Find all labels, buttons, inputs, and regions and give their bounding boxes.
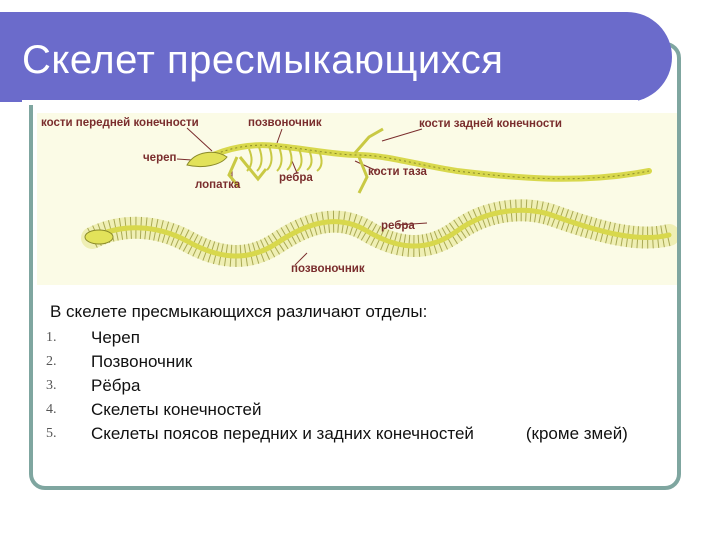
list-item-text: Скелеты поясов передних и задних конечно… bbox=[91, 424, 628, 443]
label-hind-limb-bones: кости задней конечности bbox=[419, 118, 562, 130]
list-item-text: Скелеты конечностей bbox=[91, 400, 262, 419]
list-item: 5. Скелеты поясов передних и задних коне… bbox=[46, 422, 666, 446]
list-item: 3. Рёбра bbox=[46, 374, 666, 398]
label-spine-top: позвоночник bbox=[248, 117, 322, 129]
label-ribs-lizard: ребра bbox=[279, 172, 313, 184]
list-number: 4. bbox=[46, 402, 57, 417]
label-front-limb-bones: кости передней конечности bbox=[41, 117, 199, 129]
title-underline bbox=[22, 100, 638, 105]
label-scapula: лопатка bbox=[195, 179, 241, 191]
label-skull: череп bbox=[143, 152, 177, 164]
label-spine-snake: позвоночник bbox=[291, 263, 365, 275]
reptile-skeleton-figure: кости передней конечности позвоночник ко… bbox=[37, 113, 680, 285]
list-number: 1. bbox=[46, 330, 57, 345]
label-ribs-snake: ребра bbox=[381, 220, 415, 232]
list-number: 5. bbox=[46, 426, 57, 441]
list-number: 2. bbox=[46, 354, 57, 369]
skeleton-illustration bbox=[37, 113, 680, 285]
slide-title: Скелет пресмыкающихся bbox=[22, 38, 504, 82]
snake-skeleton bbox=[81, 199, 680, 267]
label-pelvis-bones: кости таза bbox=[368, 166, 427, 178]
title-bar: Скелет пресмыкающихся bbox=[0, 12, 672, 105]
lizard-skeleton bbox=[186, 127, 652, 194]
figure-background bbox=[37, 113, 677, 285]
list-item-text: Череп bbox=[91, 328, 140, 347]
list-item-text: Позвоночник bbox=[91, 352, 193, 371]
list-item: 2. Позвоночник bbox=[46, 350, 666, 374]
list-item: 1. Череп bbox=[46, 326, 666, 350]
label-pointers bbox=[176, 127, 428, 266]
skeleton-sections-list: 1. Череп 2. Позвоночник 3. Рёбра 4. Скел… bbox=[46, 326, 666, 446]
intro-text: В скелете пресмыкающихся различают отдел… bbox=[50, 302, 428, 321]
list-number: 3. bbox=[46, 378, 57, 393]
list-item-text: Рёбра bbox=[91, 376, 141, 395]
list-item: 4. Скелеты конечностей bbox=[46, 398, 666, 422]
